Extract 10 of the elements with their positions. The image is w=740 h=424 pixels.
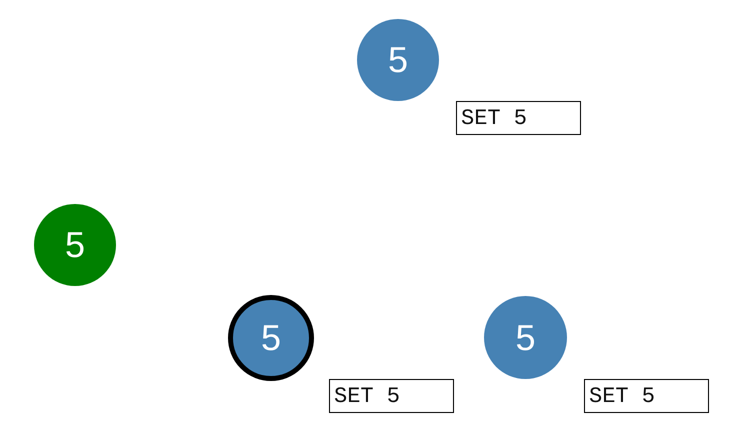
instruction-box bbox=[584, 379, 709, 413]
instruction-text: SET 5 bbox=[334, 384, 400, 408]
instruction-box bbox=[329, 379, 454, 413]
instruction-text: SET 5 bbox=[461, 106, 528, 130]
circle-value: 5 bbox=[388, 39, 408, 81]
instruction-box bbox=[456, 101, 581, 135]
circle-value: 5 bbox=[515, 316, 536, 358]
circle-value: 5 bbox=[260, 317, 282, 359]
instruction-text: SET 5 bbox=[589, 384, 656, 408]
circle-value: 5 bbox=[64, 224, 86, 266]
